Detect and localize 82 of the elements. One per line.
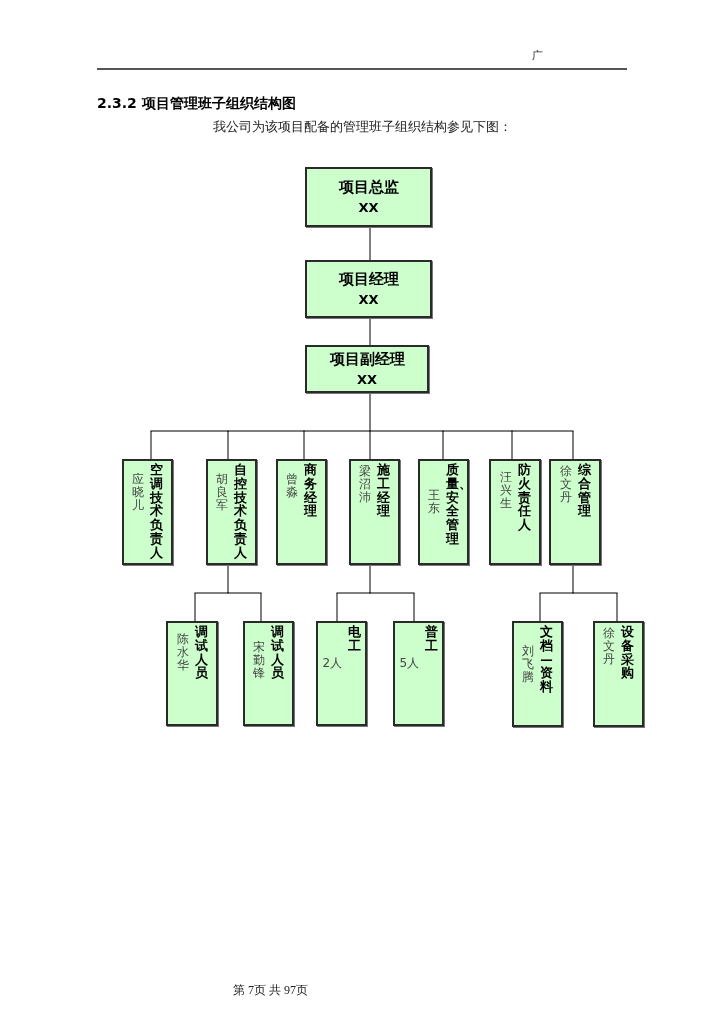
person-name: 2人 bbox=[322, 657, 343, 671]
org-box bbox=[489, 459, 541, 565]
role-title: 项目经理 bbox=[338, 272, 399, 287]
org-box bbox=[316, 621, 367, 726]
org-box bbox=[549, 459, 601, 565]
connector-line bbox=[572, 564, 574, 594]
org-box bbox=[122, 459, 173, 565]
connector-line bbox=[303, 430, 305, 460]
connector-line bbox=[303, 430, 371, 432]
connector-line bbox=[369, 592, 415, 594]
org-box bbox=[305, 345, 429, 393]
connector-line bbox=[369, 226, 371, 261]
connector-line bbox=[511, 430, 574, 432]
org-box bbox=[276, 459, 327, 565]
connector-line bbox=[369, 392, 371, 432]
person-name: 5人 bbox=[399, 657, 420, 671]
connector-line bbox=[539, 592, 541, 622]
connector-line bbox=[336, 592, 338, 622]
section-heading: 2.3.2 项目管理班子组织结构图 bbox=[97, 96, 296, 110]
role-title: 项目副经理 bbox=[329, 352, 405, 367]
person-name: 刘飞腾 bbox=[522, 645, 535, 685]
connector-line bbox=[539, 592, 574, 594]
person-name: 胡良军 bbox=[216, 473, 229, 513]
person-name: 曾淼 bbox=[286, 473, 299, 500]
connector-line bbox=[194, 592, 229, 594]
page-number: 第 7页 共 97页 bbox=[233, 984, 308, 996]
org-box bbox=[349, 459, 400, 565]
person-name: 应晓儿 bbox=[132, 473, 145, 513]
connector-line bbox=[369, 317, 371, 346]
org-box bbox=[512, 621, 563, 727]
org-box bbox=[305, 167, 432, 227]
person-name: XX bbox=[358, 293, 379, 306]
connector-line bbox=[572, 592, 618, 594]
role-title: 电工 bbox=[348, 625, 361, 653]
org-box bbox=[593, 621, 644, 727]
person-name: 陈水华 bbox=[176, 633, 189, 673]
person-name: XX bbox=[356, 373, 377, 386]
role-title: 自控技术负责人 bbox=[234, 463, 247, 560]
role-title: 调试人员 bbox=[194, 625, 208, 680]
connector-line bbox=[227, 592, 262, 594]
connector-line bbox=[442, 430, 444, 460]
connector-line bbox=[369, 430, 444, 432]
connector-line bbox=[616, 592, 618, 622]
connector-line bbox=[150, 430, 152, 460]
role-title: 防火责任人 bbox=[517, 463, 531, 532]
connector-line bbox=[336, 592, 371, 594]
role-title: 空调技术负责人 bbox=[150, 463, 163, 560]
connector-line bbox=[369, 564, 371, 594]
connector-line bbox=[572, 430, 574, 460]
person-name: 梁沼沛 bbox=[359, 465, 372, 505]
org-box bbox=[206, 459, 257, 565]
connector-line bbox=[194, 592, 196, 622]
header-text: 广 bbox=[532, 50, 543, 61]
person-name: 宋勤锋 bbox=[253, 641, 266, 681]
intro-text: 我公司为该项目配备的管理班子组织结构参见下图： bbox=[213, 121, 512, 134]
org-box bbox=[393, 621, 444, 726]
role-title: 设备采购 bbox=[621, 625, 634, 680]
role-title: 商务经理 bbox=[304, 463, 317, 518]
connector-line bbox=[227, 430, 229, 460]
connector-line bbox=[260, 592, 262, 622]
org-box bbox=[305, 260, 432, 318]
person-name: 汪兴生 bbox=[499, 471, 512, 511]
person-name: 王东 bbox=[428, 489, 441, 516]
org-box bbox=[166, 621, 218, 726]
connector-line bbox=[369, 430, 371, 460]
connector-line bbox=[413, 592, 415, 622]
role-title: 项目总监 bbox=[338, 180, 399, 195]
role-title: 施工经理 bbox=[377, 463, 390, 518]
person-name: 徐文丹 bbox=[603, 627, 616, 667]
connector-line bbox=[227, 564, 229, 594]
org-box bbox=[418, 459, 469, 565]
connector-line bbox=[150, 430, 229, 432]
person-name: XX bbox=[358, 201, 379, 214]
role-title: 普工 bbox=[425, 625, 438, 653]
role-title: 综合管理 bbox=[577, 463, 591, 518]
org-box bbox=[243, 621, 294, 726]
connector-line bbox=[442, 430, 513, 432]
role-title: 文档—资料 bbox=[540, 625, 553, 694]
person-name: 徐文丹 bbox=[559, 465, 572, 505]
role-title: 调试人员 bbox=[271, 625, 284, 680]
connector-line bbox=[227, 430, 305, 432]
connector-line bbox=[511, 430, 513, 460]
